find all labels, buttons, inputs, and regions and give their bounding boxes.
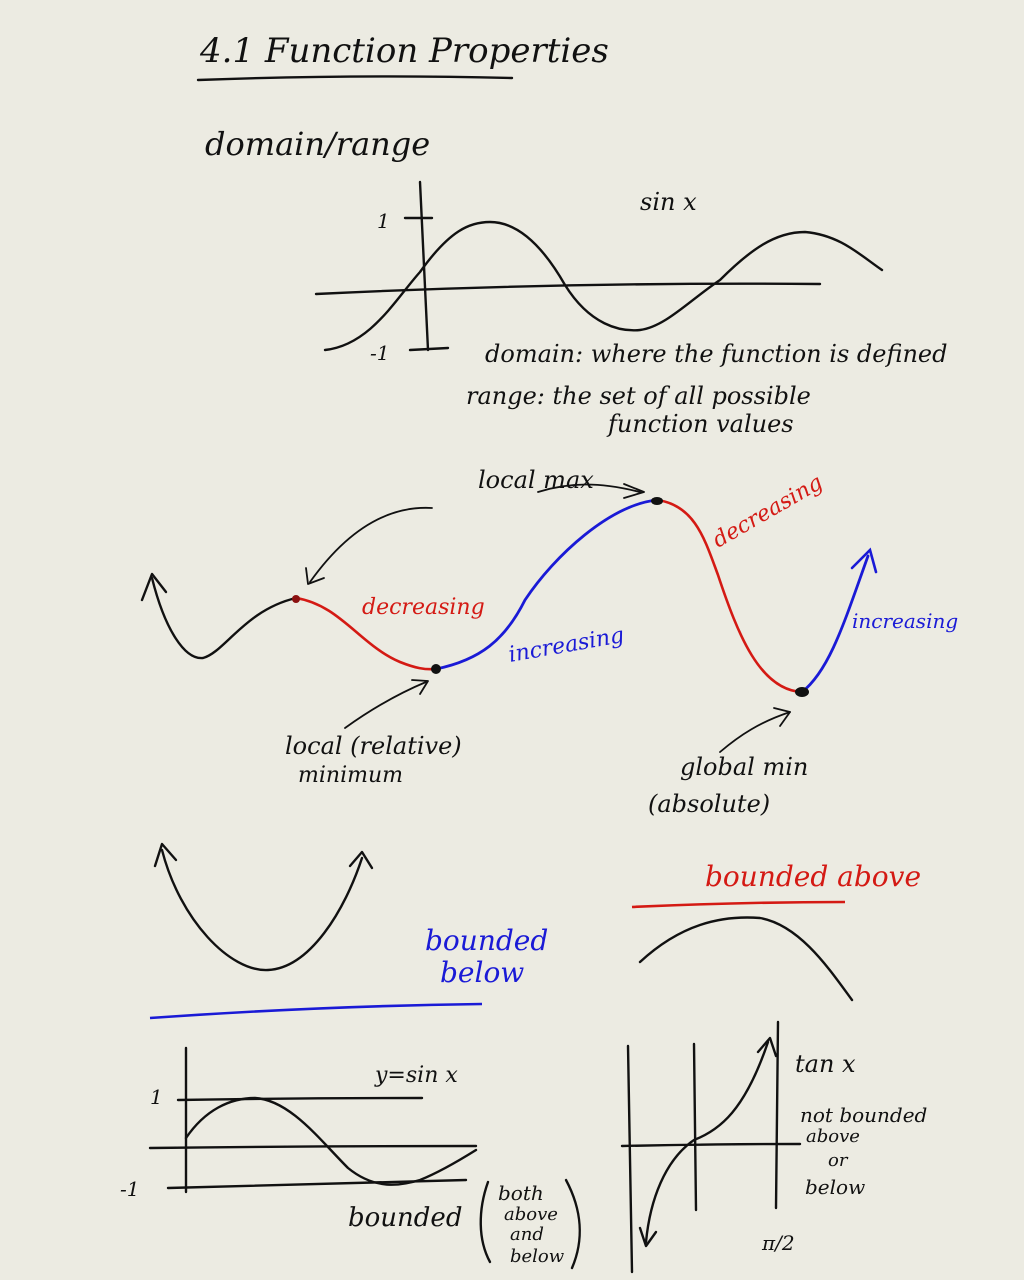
- tan-y-axis: [692, 1042, 698, 1212]
- label-increasing-1: increasing: [507, 623, 626, 668]
- arrowhead-local-min: [411, 679, 429, 695]
- label-not-bounded-4: below: [805, 1175, 865, 1199]
- label-y-sin-x: y=sin x: [374, 1063, 458, 1088]
- sin-tick-bottom: [408, 346, 450, 352]
- label-bounded: bounded: [348, 1203, 462, 1233]
- curve-decreasing-2: [655, 498, 804, 694]
- parabola-curve: [160, 848, 364, 972]
- curve-increasing-2: [800, 554, 870, 694]
- label-both-3: and: [510, 1224, 544, 1245]
- sin-x-label: sin x: [640, 188, 697, 216]
- label-both-4: below: [510, 1246, 565, 1267]
- label-not-bounded-3: or: [828, 1150, 849, 1171]
- range-definition-line2: function values: [606, 410, 794, 438]
- label-global-min-line2: (absolute): [648, 790, 770, 818]
- label-bounded-above: bounded above: [705, 860, 921, 893]
- sin-label-1: 1: [377, 209, 390, 233]
- label-bounded-below-2: below: [440, 956, 524, 989]
- parabola-arrow-left: [153, 842, 178, 868]
- arrowhead-max-2: [623, 483, 645, 499]
- label-not-bounded-1: not bounded: [800, 1103, 927, 1127]
- bounded-sin-curve: [184, 1096, 478, 1186]
- curve-left-black: [150, 576, 298, 660]
- local-min-dot: [431, 664, 441, 674]
- bounded-tick-1: 1: [150, 1085, 163, 1109]
- label-local-min-line1: local (relative): [285, 732, 462, 760]
- local-max-dot-2: [651, 497, 663, 505]
- label-local: local max: [478, 466, 594, 494]
- label-not-bounded-2: above: [806, 1126, 860, 1147]
- bounded-below-line: [149, 1002, 483, 1020]
- curve-decreasing-1: [294, 596, 438, 671]
- label-tan-x: tan x: [795, 1050, 856, 1078]
- label-decreasing-1: decreasing: [362, 595, 485, 620]
- global-min-dot: [795, 687, 809, 697]
- bounded-sin-lower-line: [166, 1178, 468, 1190]
- domain-definition: domain: where the function is defined: [485, 340, 947, 368]
- page-title: 4.1 Function Properties: [199, 31, 609, 71]
- tan-curve: [644, 1040, 770, 1244]
- tan-arrow-up: [756, 1036, 778, 1058]
- bounded-tick-neg1: -1: [120, 1177, 139, 1201]
- arrow-to-local-min: [344, 681, 427, 729]
- label-decreasing-2: decreasing: [709, 470, 828, 553]
- title-underline: [196, 75, 514, 82]
- tan-x-axis: [620, 1142, 802, 1148]
- arrow-to-max-1: [309, 507, 433, 583]
- tan-arrow-down: [638, 1226, 658, 1248]
- arrowhead-max-1: [305, 567, 325, 585]
- bounded-sin-upper-line: [176, 1096, 424, 1102]
- bounded-above-line: [631, 900, 846, 909]
- paren-right: [564, 1178, 581, 1270]
- range-definition-line1: range: the set of all possible: [466, 382, 811, 410]
- label-bounded-below-1: bounded: [425, 924, 548, 957]
- tan-asymptote-right: [774, 1020, 780, 1210]
- paren-left: [479, 1180, 492, 1264]
- label-global-min-line1: global min: [680, 753, 808, 781]
- arrow-to-global-min: [719, 711, 791, 753]
- curve-left-arrowhead: [140, 572, 168, 602]
- label-pi-over-2: π/2: [761, 1231, 795, 1255]
- bounded-sin-x-axis: [148, 1144, 478, 1150]
- arrow-to-max-2: [537, 483, 641, 493]
- arrowhead-global-min: [773, 707, 791, 727]
- heading-domain-range: domain/range: [205, 125, 430, 163]
- label-both-1: both: [498, 1181, 544, 1205]
- curve-right-arrowhead: [850, 547, 878, 574]
- label-increasing-2: increasing: [852, 609, 958, 633]
- local-max-dot-1: [292, 595, 300, 603]
- parabola-arrow-right: [348, 850, 374, 870]
- sin-curve: [323, 220, 884, 352]
- curve-increasing-1: [434, 498, 659, 671]
- bounded-above-curve: [638, 916, 854, 1002]
- sin-label-neg1: -1: [370, 341, 389, 365]
- label-both-2: above: [504, 1204, 558, 1225]
- tan-asymptote-left: [626, 1044, 634, 1274]
- label-local-min-line2: minimum: [298, 763, 403, 788]
